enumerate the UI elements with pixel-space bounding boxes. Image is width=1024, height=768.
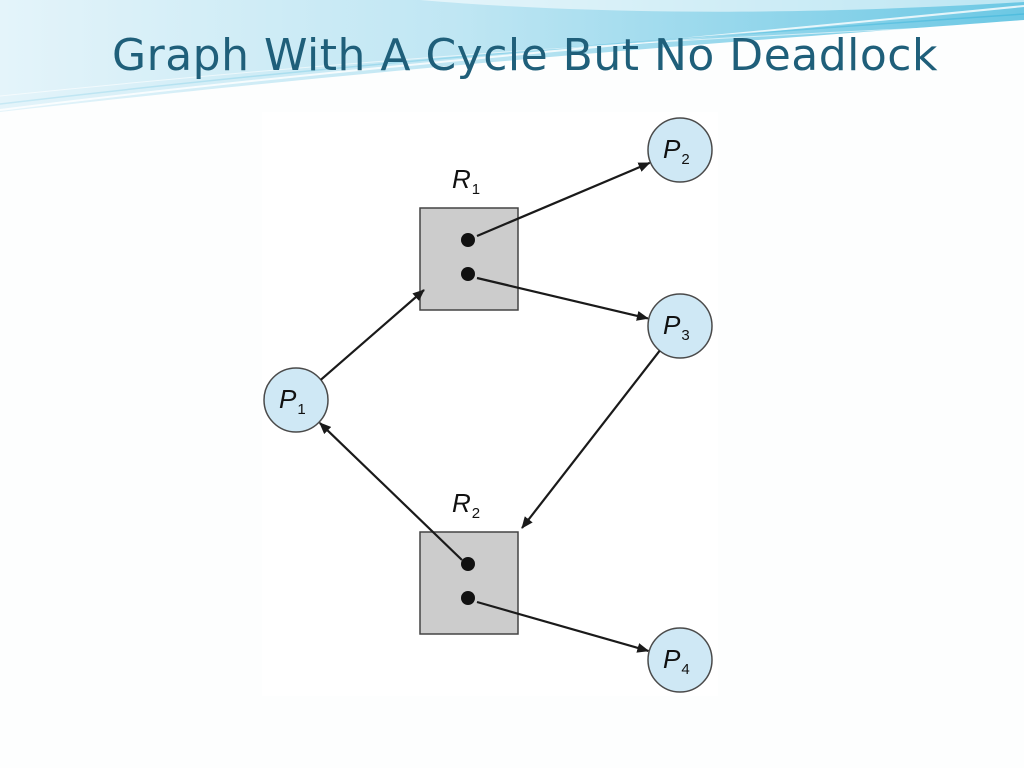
resource-r2: R2 [419,488,519,635]
resource-instance-dot [461,557,475,571]
edge-r1-to-p3 [476,276,649,321]
resource-instance-dot [461,267,475,281]
banner-wave [420,0,1024,12]
process-p2: P2 [647,117,713,183]
process-circle [647,293,713,359]
edge-p1-to-r1 [320,289,425,381]
slide-title: Graph With A Cycle But No Deadlock [112,30,938,81]
resource-label: R2 [452,488,480,522]
banner-wave-line [0,13,1024,105]
process-p4: P4 [647,627,713,693]
resource-instance-dot [461,233,475,247]
process-circle [263,367,329,433]
edge-r1-to-p2 [476,161,651,238]
resource-r1: R1 [419,164,519,311]
resource-instance-dot [461,591,475,605]
banner-wave-line [0,23,1024,97]
edge-p3-to-r2 [521,350,661,529]
edge-r2-to-p4 [476,600,650,653]
process-circle [647,627,713,693]
resource-box [419,207,519,311]
process-circle [647,117,713,183]
process-p1: P1 [263,367,329,433]
banner-wave-line [0,5,1024,111]
process-p3: P3 [647,293,713,359]
resource-label: R1 [452,164,480,198]
resource-box [419,531,519,635]
edge-r2-to-p1 [319,422,463,561]
header-banner [0,0,1024,112]
